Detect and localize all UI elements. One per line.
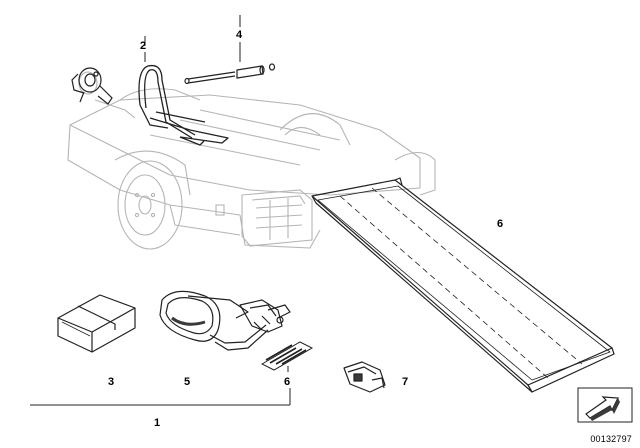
callout-3: 3 (108, 376, 115, 388)
callout-1: 1 (154, 417, 161, 429)
callout-6-ramp: 6 (497, 218, 504, 230)
leader-lines (30, 15, 291, 406)
callout-5: 5 (184, 376, 191, 388)
trailer-tail-light (215, 189, 313, 247)
arrow-marker-icon (577, 387, 633, 423)
callout-2: 2 (140, 40, 147, 52)
trailer-hitch (78, 71, 136, 119)
callout-7: 7 (402, 376, 409, 388)
part-7-clip (343, 361, 386, 393)
catalog-number: 00132797 (590, 434, 632, 444)
callout-4: 4 (236, 29, 243, 41)
part-6-ramp (311, 177, 615, 393)
part-2-chock-stand (138, 64, 229, 146)
part-5-ratchet-strap (159, 290, 291, 351)
part-4-pin (184, 63, 276, 85)
part-3-box (57, 294, 136, 353)
hitch-coupling (71, 67, 113, 105)
part-6-strip (260, 341, 314, 371)
callout-6-strip: 6 (284, 376, 291, 388)
trailer-outline (67, 88, 436, 249)
trailer-wheel (117, 160, 183, 250)
